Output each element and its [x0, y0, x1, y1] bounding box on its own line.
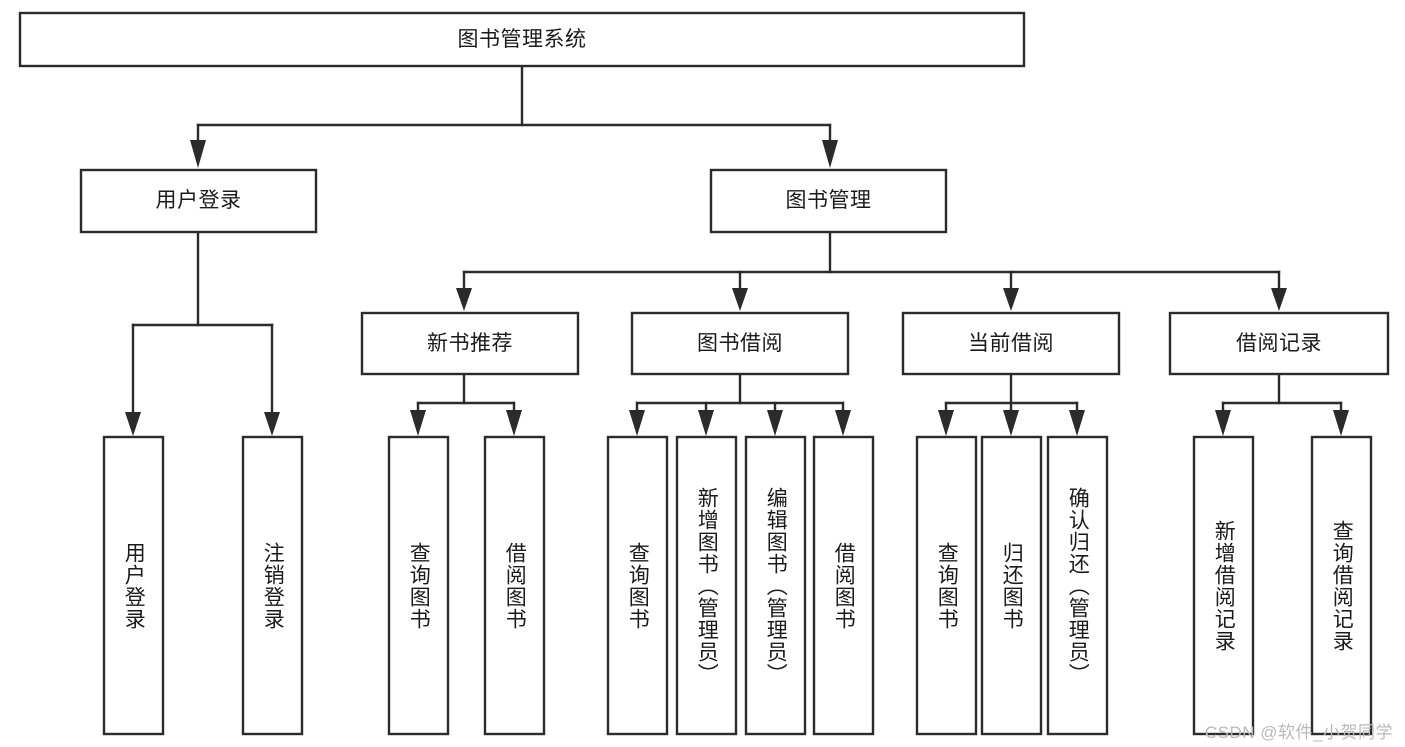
node-label-leaf-logout-login: 注销登录: [261, 541, 285, 630]
node-box-book-manage[interactable]: [709, 168, 948, 234]
arrow-head-user-login: [190, 140, 206, 168]
node-box-leaf-confirm-return[interactable]: [1046, 435, 1109, 736]
node-box-leaf-edit-book[interactable]: [744, 435, 807, 736]
arrow-head-leaf-return-book: [1003, 410, 1019, 436]
node-box-leaf-borrow-book-2[interactable]: [812, 435, 875, 736]
arrow-head-current-borrow: [1003, 288, 1019, 311]
arrow-head-leaf-query-book-3: [938, 410, 954, 436]
node-label-leaf-return-book: 归还图书: [1000, 541, 1024, 630]
node-label-leaf-borrow-book-1: 借阅图书: [503, 541, 527, 630]
node-box-book-borrow[interactable]: [630, 311, 850, 376]
node-label-leaf-user-login: 用户登录: [122, 541, 146, 630]
node-box-leaf-borrow-book-1[interactable]: [483, 435, 546, 736]
arrow-head-leaf-borrow-book-1: [506, 410, 522, 436]
node-box-leaf-return-book[interactable]: [980, 435, 1043, 736]
node-label-current-borrow: 当前借阅: [968, 331, 1054, 355]
node-label-leaf-borrow-book-2: 借阅图书: [832, 541, 856, 630]
node-box-leaf-query-book-2[interactable]: [606, 435, 669, 736]
connector-group-borrow-record: [1215, 372, 1349, 436]
node-label-leaf-query-record: 查询借阅记录: [1330, 519, 1354, 652]
node-box-leaf-query-book-1[interactable]: [387, 435, 450, 736]
arrow-head-leaf-add-book: [698, 410, 714, 436]
node-box-leaf-user-login[interactable]: [102, 435, 165, 736]
node-label-borrow-record: 借阅记录: [1236, 331, 1322, 355]
arrow-head-book-borrow: [732, 288, 748, 311]
node-label-book-borrow: 图书借阅: [697, 331, 783, 355]
node-label-leaf-confirm-return: 确认归还（管理员）: [1066, 486, 1090, 685]
arrow-head-leaf-logout-login: [264, 412, 280, 436]
arrow-head-leaf-user-login: [125, 412, 141, 436]
node-box-leaf-query-record[interactable]: [1310, 435, 1373, 736]
connector-group-current-borrow: [938, 372, 1085, 436]
arrow-head-leaf-add-record: [1215, 410, 1231, 436]
node-box-leaf-add-book[interactable]: [675, 435, 738, 736]
node-label-leaf-query-book-1: 查询图书: [407, 541, 431, 630]
arrow-head-new-book-recommend: [456, 288, 472, 311]
node-label-user-login: 用户登录: [155, 189, 242, 213]
arrow-head-book-manage: [822, 140, 838, 168]
node-label-root: 图书管理系统: [457, 27, 587, 51]
arrow-head-borrow-record: [1271, 288, 1287, 311]
connector-group-user-login: [125, 230, 280, 436]
arrow-head-leaf-query-book-1: [410, 410, 426, 436]
connector-group-new-book-recommend: [410, 372, 522, 436]
connector-group-book-manage: [456, 230, 1287, 311]
node-label-leaf-edit-book: 编辑图书（管理员）: [764, 486, 788, 685]
node-box-leaf-logout-login[interactable]: [241, 435, 304, 736]
node-box-leaf-add-record[interactable]: [1192, 435, 1255, 736]
arrow-head-leaf-query-record: [1333, 410, 1349, 436]
node-box-new-book-recommend[interactable]: [360, 311, 580, 376]
node-label-book-manage: 图书管理: [785, 189, 872, 213]
node-box-root[interactable]: [18, 11, 1026, 68]
node-box-borrow-record[interactable]: [1168, 311, 1390, 376]
node-box-user-login[interactable]: [79, 168, 318, 234]
node-label-new-book-recommend: 新书推荐: [427, 331, 513, 355]
node-label-leaf-add-record: 新增借阅记录: [1212, 519, 1236, 652]
arrow-head-leaf-query-book-2: [629, 410, 645, 436]
node-label-leaf-query-book-3: 查询图书: [935, 541, 959, 630]
node-label-leaf-query-book-2: 查询图书: [626, 541, 650, 630]
arrow-head-leaf-edit-book: [767, 410, 783, 436]
arrow-head-leaf-borrow-book-2: [835, 410, 851, 436]
node-label-leaf-add-book: 新增图书（管理员）: [695, 486, 719, 685]
connector-group-root: [190, 64, 838, 168]
arrow-head-leaf-confirm-return: [1069, 410, 1085, 436]
connector-group-book-borrow: [629, 372, 851, 436]
node-box-leaf-query-book-3[interactable]: [915, 435, 978, 736]
node-box-current-borrow[interactable]: [901, 311, 1121, 376]
